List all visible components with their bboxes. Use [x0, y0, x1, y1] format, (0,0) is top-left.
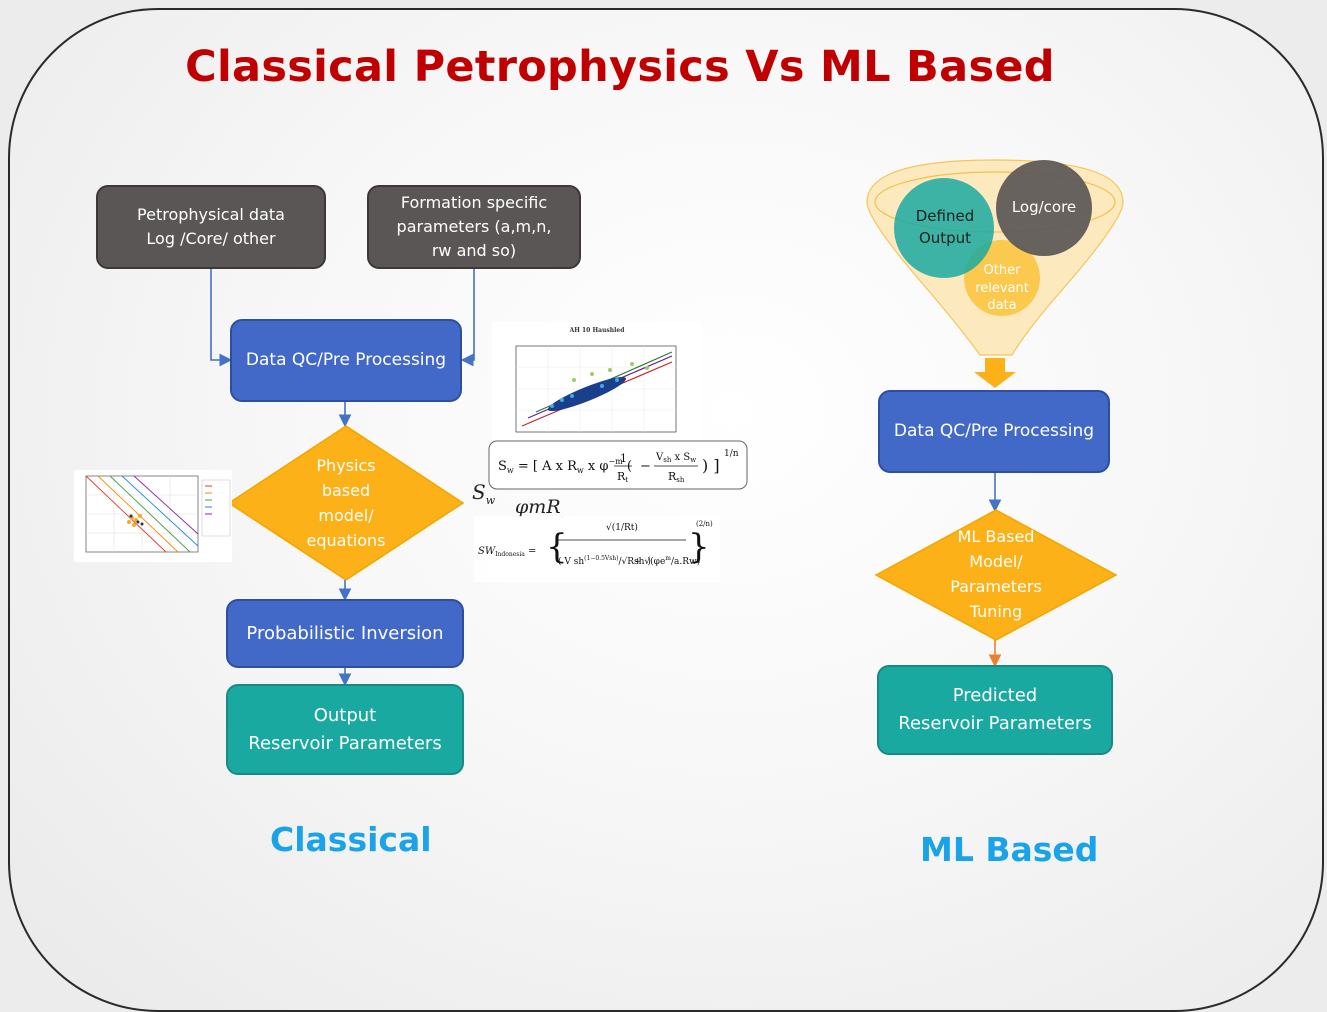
ml-output-box: Predicted Reservoir Parameters: [877, 665, 1113, 755]
ml-based-label: ML Based: [920, 830, 1099, 869]
svg-text:Sw = [ A x Rw x φ−m (: Sw = [ A x Rw x φ−m (: [498, 457, 632, 475]
archie-equation: Sw = [ A x Rw x φ−m ( 1 Rt − Vsh x Sw Rs…: [488, 440, 748, 490]
svg-text:Rt: Rt: [617, 470, 628, 484]
classical-label: Classical: [270, 820, 432, 859]
phi-m-r-term: φmR.: [515, 496, 564, 521]
svg-text:1/n: 1/n: [724, 449, 739, 459]
probabilistic-inversion-box: Probabilistic Inversion: [226, 599, 464, 668]
pickett-plot-thumbnail: [74, 470, 232, 562]
slide: Classical Petrophysics Vs ML Based Petro…: [8, 8, 1324, 1012]
svg-text:}: }: [688, 527, 710, 567]
circle-other-data: Other relevant data: [975, 263, 1029, 314]
petrophysical-data-box: Petrophysical data Log /Core/ other: [96, 185, 326, 269]
flow-connectors: [210, 268, 1016, 687]
sw-symbol: Sw: [472, 480, 496, 507]
svg-text:( V sh(1−0.5Vsh)/√Rsh ): ( V sh(1−0.5Vsh)/√Rsh ): [558, 555, 651, 567]
svg-text:√(1/Rt): √(1/Rt): [606, 522, 638, 533]
circle-defined-output: Defined Output: [915, 207, 975, 247]
slide-title: Classical Petrophysics Vs ML Based: [185, 42, 1055, 92]
density-plot-thumbnail: AH 10 Haushled: [492, 322, 702, 440]
indonesia-equation: SWIndonesia = { √(1/Rt) ( V sh(1−0.5Vsh)…: [474, 516, 720, 582]
formation-parameters-box: Formation specific parameters (a,m,n, rw…: [367, 185, 581, 269]
physics-model-diamond: [227, 425, 465, 581]
svg-text:1: 1: [620, 452, 627, 465]
svg-text:+ √(φem/a.Rw): + √(φem/a.Rw): [634, 555, 700, 567]
ml-model-diamond: [874, 509, 1118, 641]
ml-input-funnel: [866, 159, 1124, 356]
ml-model-label: ML Based Model/ Parameters Tuning: [950, 527, 1042, 621]
ml-data-qc-box: Data QC/Pre Processing: [878, 390, 1110, 473]
thumbnail-title: AH 10 Haushled: [569, 327, 626, 334]
svg-text:) ]: ) ]: [702, 456, 720, 475]
circle-log-core: Log/core: [1011, 198, 1077, 216]
svg-text:(2/n): (2/n): [696, 520, 713, 528]
svg-text:−: −: [640, 459, 651, 474]
classical-output-box: Output Reservoir Parameters: [226, 684, 464, 775]
svg-text:Vsh x Sw: Vsh x Sw: [655, 452, 696, 464]
classical-data-qc-box: Data QC/Pre Processing: [230, 319, 462, 402]
physics-model-label: Physics based model/ equations: [306, 456, 386, 550]
svg-text:{: {: [546, 527, 568, 567]
